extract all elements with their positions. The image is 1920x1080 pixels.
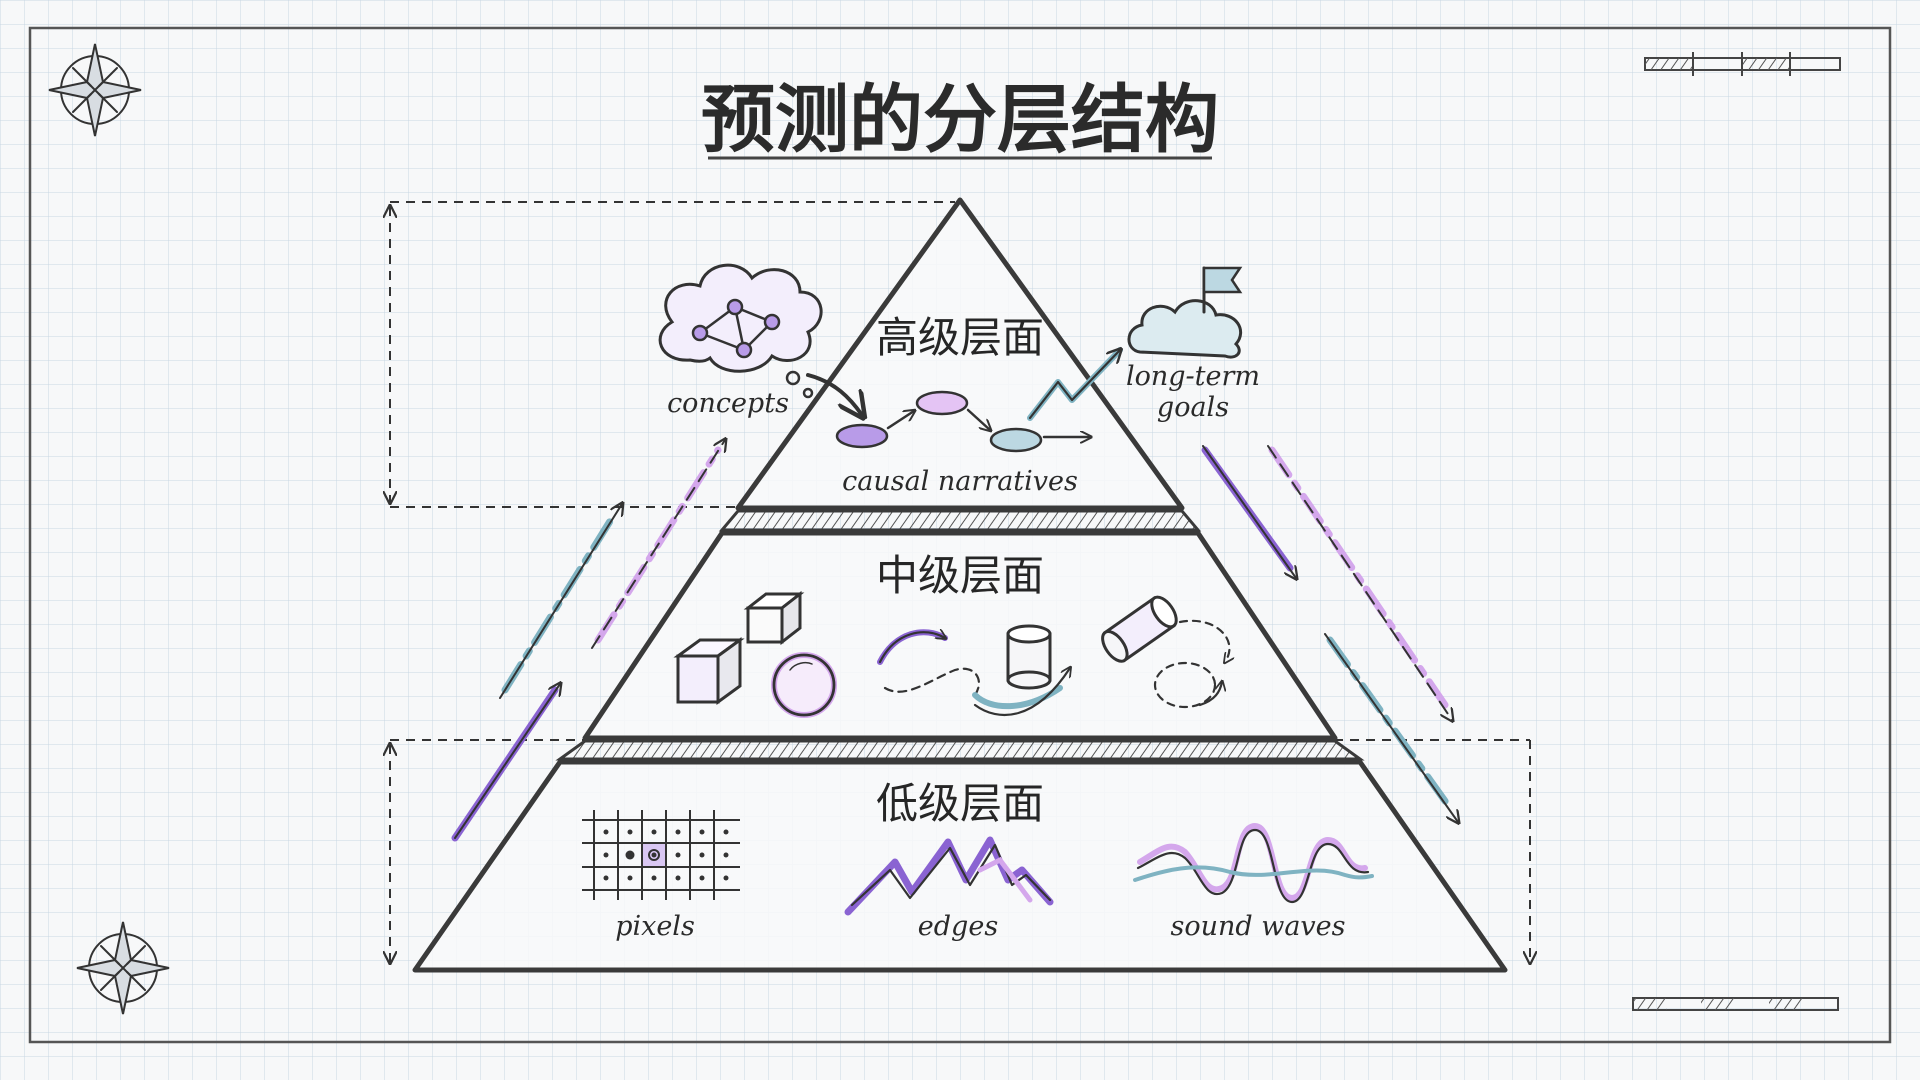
compass-rose-icon xyxy=(48,43,142,137)
cylinder-icon xyxy=(1101,595,1178,663)
tier-high-label: 高级层面 xyxy=(876,313,1044,362)
label-causal-narratives: causal narratives xyxy=(842,466,1078,497)
network-icon xyxy=(691,298,781,359)
tier-separator xyxy=(718,509,1202,532)
causal-chain xyxy=(806,373,1090,453)
pixel-grid-icon xyxy=(582,810,740,900)
scale-bar-icon xyxy=(1632,997,1839,1011)
tier-low-label: 低级层面 xyxy=(876,779,1044,828)
label-pixels: pixels xyxy=(615,911,695,942)
bottom-up-arrows xyxy=(451,440,725,842)
top-down-arrows xyxy=(1201,445,1458,822)
edges-icon xyxy=(844,836,1054,916)
goal-cloud-icon xyxy=(1127,299,1243,359)
thought-cloud-icon xyxy=(658,263,823,399)
sound-wave-icon xyxy=(1133,822,1374,904)
flag-icon xyxy=(1202,266,1243,314)
compass-rose-icon xyxy=(76,921,170,1015)
diagram-title: 预测的分层结构 xyxy=(701,77,1219,163)
trend-arrow xyxy=(1027,350,1120,421)
sphere-icon xyxy=(771,652,837,718)
tier-separator xyxy=(555,739,1365,761)
label-edges: edges xyxy=(918,911,998,942)
frame-border xyxy=(28,26,1892,1044)
motion-path xyxy=(877,632,1070,717)
label-goals-line2: goals xyxy=(1157,392,1229,423)
cube-icon xyxy=(673,637,745,705)
label-sound-waves: sound waves xyxy=(1170,911,1345,942)
cylinder-icon xyxy=(1006,624,1052,690)
cube-icon xyxy=(743,590,805,646)
label-goals-line1: long-term xyxy=(1126,361,1260,392)
tier-mid-label: 中级层面 xyxy=(876,551,1044,600)
label-concepts: concepts xyxy=(667,388,789,419)
rotation-path xyxy=(1153,619,1229,709)
scale-bar-icon xyxy=(1644,52,1841,76)
